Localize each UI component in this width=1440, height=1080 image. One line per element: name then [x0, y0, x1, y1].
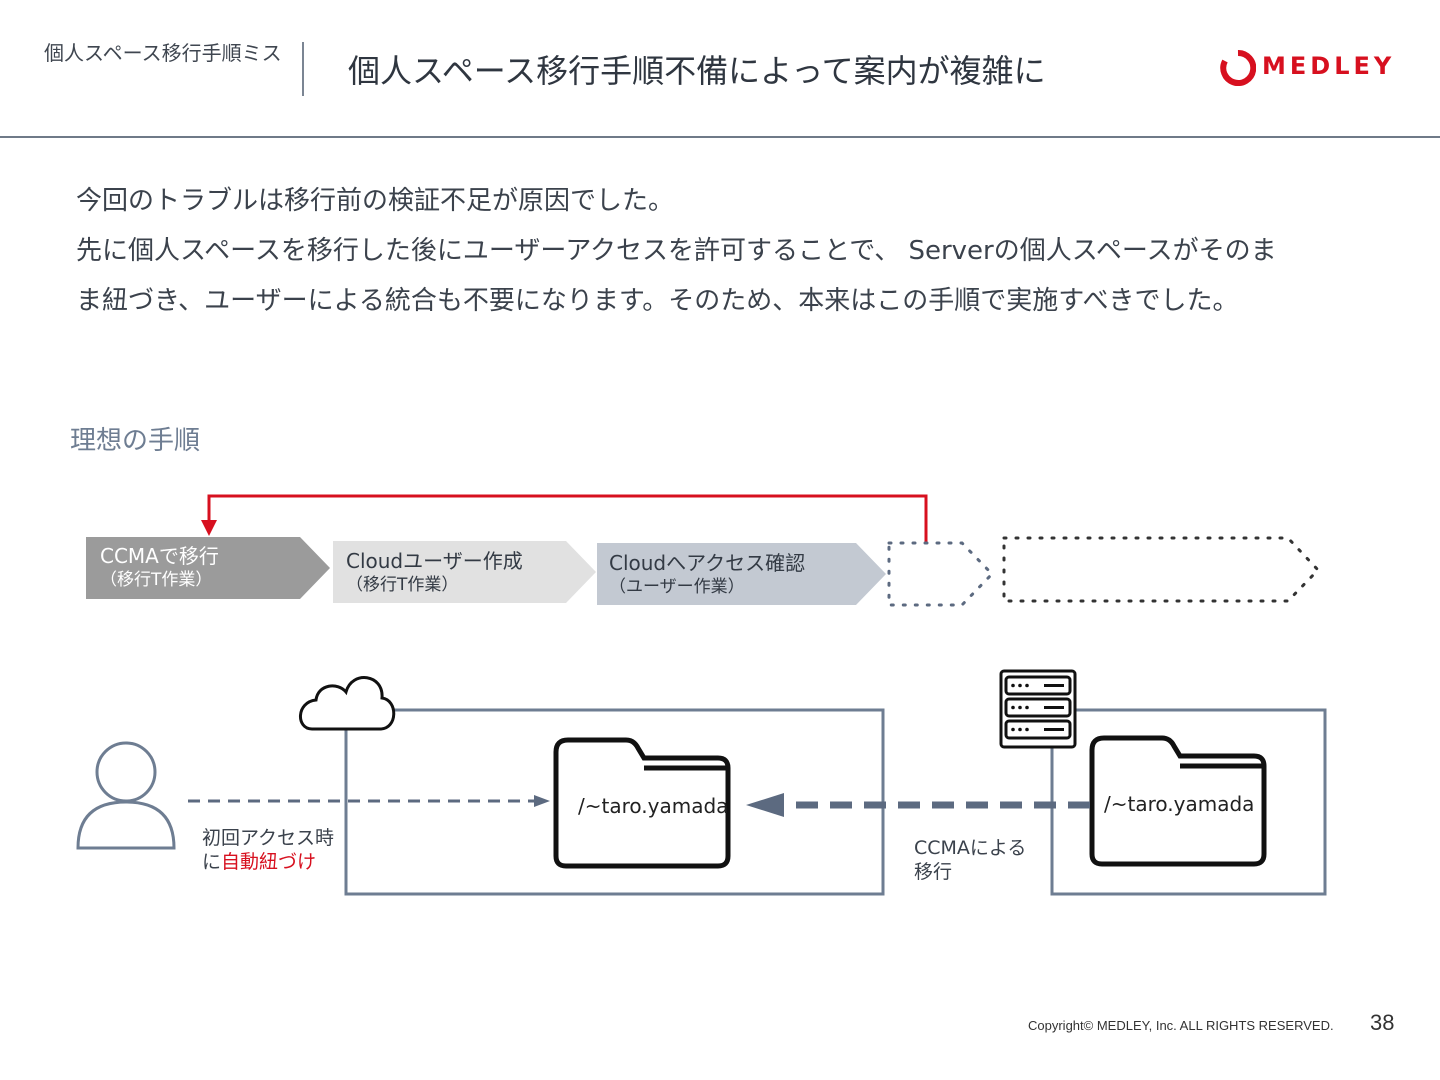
page-number: 38 [1370, 1010, 1395, 1035]
red-arrowhead [201, 520, 217, 536]
server-icon [999, 669, 1077, 749]
user-access-arrowhead [534, 795, 550, 807]
copyright: Copyright© MEDLEY, Inc. ALL RIGHTS RESER… [1028, 1018, 1334, 1033]
step-chevron-1 [86, 537, 330, 599]
user-icon [76, 741, 176, 850]
step-1-title: CCMAで移行 [100, 544, 219, 568]
migration-caption: CCMAによる 移行 [914, 836, 1026, 884]
body-paragraph: 今回のトラブルは移行前の検証不足が原因でした。 先に個人スペースを移行した後にユ… [76, 176, 1376, 326]
section-label: 個人スペース移行手順ミス [44, 41, 282, 65]
cloud-folder-label: /~taro.yamada [578, 794, 729, 818]
placeholder-step-1 [887, 541, 995, 607]
step-3-label: Cloudへアクセス確認 （ユーザー作業） [609, 551, 805, 599]
user-access-caption: 初回アクセス時 に自動紐づけ [202, 826, 334, 874]
step-1-subtitle: （移行T作業） [100, 570, 213, 590]
step-1-label: CCMAで移行 （移行T作業） [100, 544, 219, 592]
placeholder-step-2 [1002, 536, 1321, 603]
step-2-title: Cloudユーザー作成 [346, 549, 523, 573]
user-access-caption-prefix: に [202, 851, 222, 873]
auto-link-highlight: 自動紐づけ [221, 851, 317, 873]
cloud-folder-icon [553, 737, 731, 869]
slide-title: 個人スペース移行手順不備によって案内が複雑に [348, 52, 1046, 90]
migration-caption-line1: CCMAによる [914, 837, 1027, 859]
migration-caption-line2: 移行 [914, 861, 953, 883]
migration-arrowhead [746, 793, 784, 817]
body-line-1: 今回のトラブルは移行前の検証不足が原因でした。 [76, 186, 675, 216]
server-folder-icon [1089, 735, 1267, 867]
step-chevron-2 [333, 541, 596, 603]
header-rule [0, 136, 1440, 138]
server-folder-label: /~taro.yamada [1104, 792, 1255, 816]
step-chevron-3 [597, 543, 886, 605]
medley-logo-text: MEDLEY [1262, 52, 1396, 80]
red-loop-arrow [207, 494, 928, 542]
user-access-caption-line1: 初回アクセス時 [202, 827, 335, 849]
body-line-3: ま紐づき、ユーザーによる統合も不要になります。そのため、本来はこの手順で実施すべ… [76, 286, 1239, 316]
medley-logo-mark [1220, 50, 1256, 86]
header-divider [302, 42, 304, 96]
step-3-subtitle: （ユーザー作業） [609, 577, 745, 597]
step-2-label: Cloudユーザー作成 （移行T作業） [346, 549, 523, 597]
cloud-icon [299, 676, 396, 731]
step-2-subtitle: （移行T作業） [346, 575, 459, 595]
subheading: 理想の手順 [70, 426, 201, 456]
step-3-title: Cloudへアクセス確認 [609, 551, 806, 575]
body-line-2: 先に個人スペースを移行した後にユーザーアクセスを許可することで、 Serverの… [76, 236, 1277, 266]
